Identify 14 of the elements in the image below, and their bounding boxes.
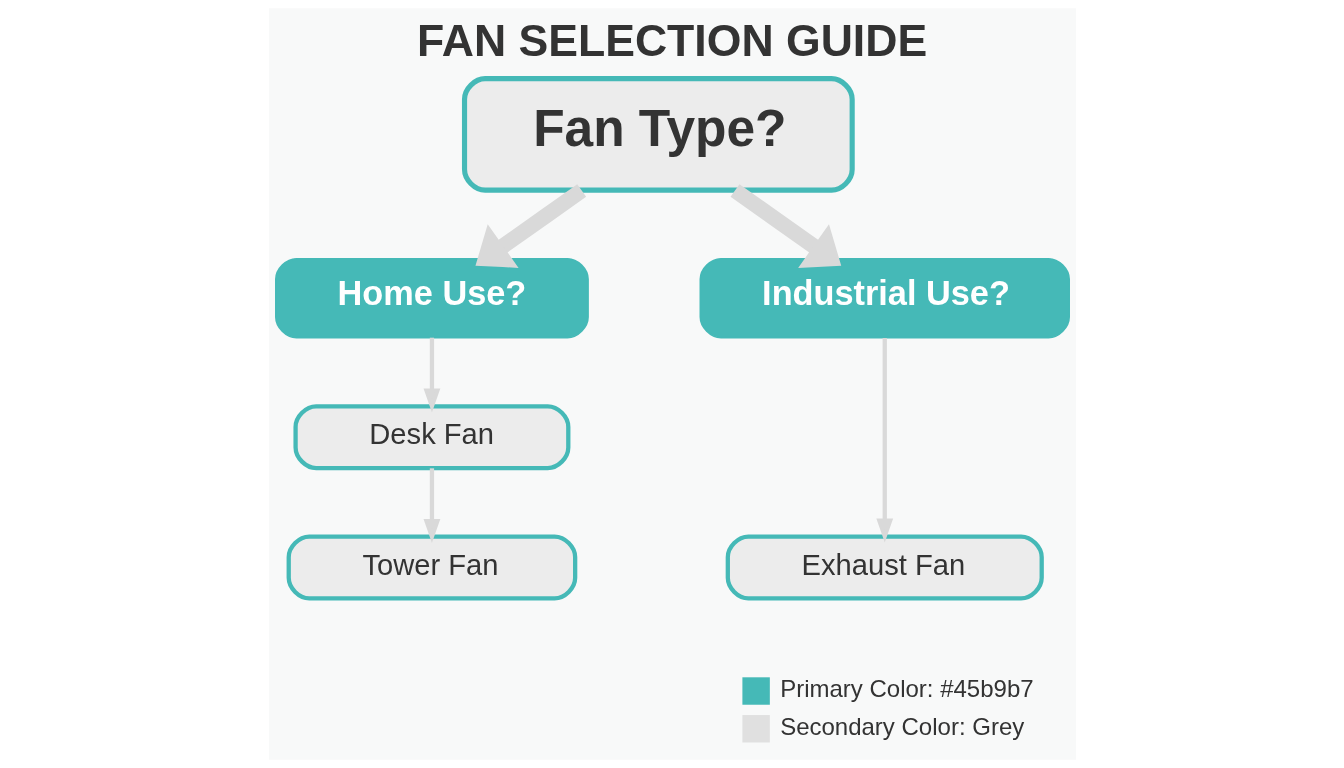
arrow [474,184,586,268]
legend-label: Secondary Color: Grey [779,713,1024,741]
node-box: Industrial Use? [699,257,1070,339]
node-box: Home Use? [274,257,589,339]
arrow [875,338,893,543]
node-box: Fan Type? [461,76,855,193]
arrow [730,184,841,268]
node-box: Exhaust Fan [725,534,1044,601]
node-box: Tower Fan [286,534,577,601]
legend-label: Primary Color: #45b9b7 [779,675,1034,703]
arrow [423,337,440,413]
diagram-title: FAN SELECTION GUIDE [416,16,927,66]
node-box: Desk Fan [292,404,570,471]
arrow [423,468,440,543]
